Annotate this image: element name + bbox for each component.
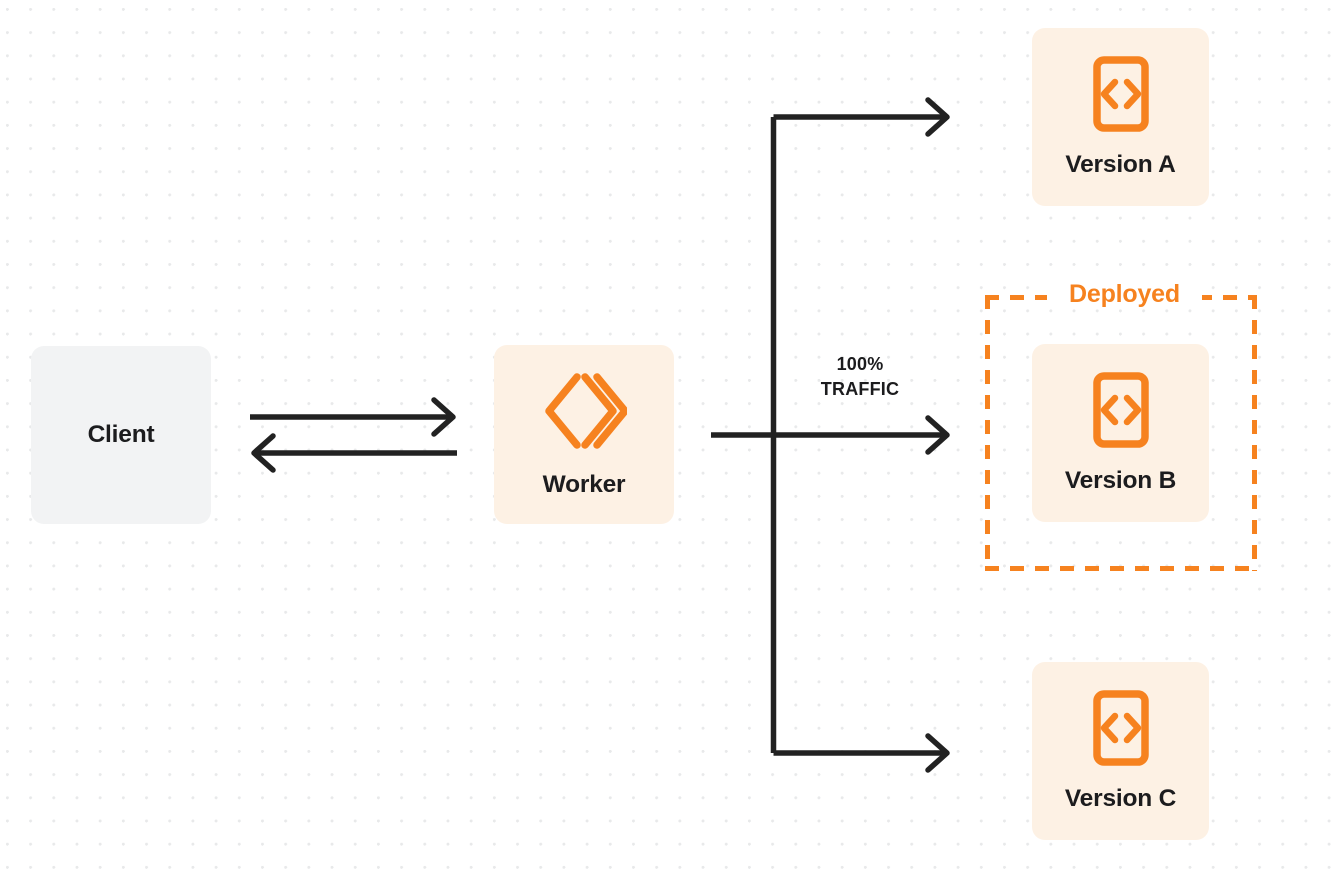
node-version-c[interactable]: Version C <box>1032 662 1209 840</box>
code-brackets-icon <box>1092 56 1149 132</box>
traffic-percent: 100% <box>836 354 884 374</box>
deployed-border-right <box>1252 295 1257 571</box>
deployed-group-label: Deployed <box>1047 279 1202 309</box>
deployed-border-top-left <box>985 295 1053 300</box>
connector-client-to-worker <box>250 397 456 437</box>
code-brackets-icon <box>1092 372 1149 448</box>
node-version-b-label: Version B <box>1064 467 1177 495</box>
deployed-group: Deployed <box>985 279 1257 571</box>
node-version-a[interactable]: Version A <box>1032 28 1209 206</box>
node-worker-label: Worker <box>542 471 626 499</box>
node-version-c-label: Version C <box>1064 785 1177 813</box>
traffic-label: 100% TRAFFIC <box>790 352 930 402</box>
connector-worker-to-version-a <box>773 97 950 137</box>
deployed-border-left <box>985 295 990 571</box>
deployed-border-bottom <box>985 566 1257 571</box>
node-worker[interactable]: Worker <box>494 345 674 524</box>
cloudflare-workers-logo-icon <box>541 371 627 451</box>
traffic-caption: TRAFFIC <box>820 378 900 399</box>
node-version-a-label: Version A <box>1065 151 1176 179</box>
connector-worker-to-client <box>251 433 457 473</box>
deployed-border-top-right <box>1198 295 1257 300</box>
connector-worker-to-version-b <box>711 415 950 455</box>
code-brackets-icon <box>1092 690 1149 766</box>
node-version-b[interactable]: Version B <box>1032 344 1209 522</box>
connector-worker-to-version-c <box>773 733 950 773</box>
node-client[interactable]: Client <box>31 346 211 524</box>
node-client-label: Client <box>87 420 155 448</box>
